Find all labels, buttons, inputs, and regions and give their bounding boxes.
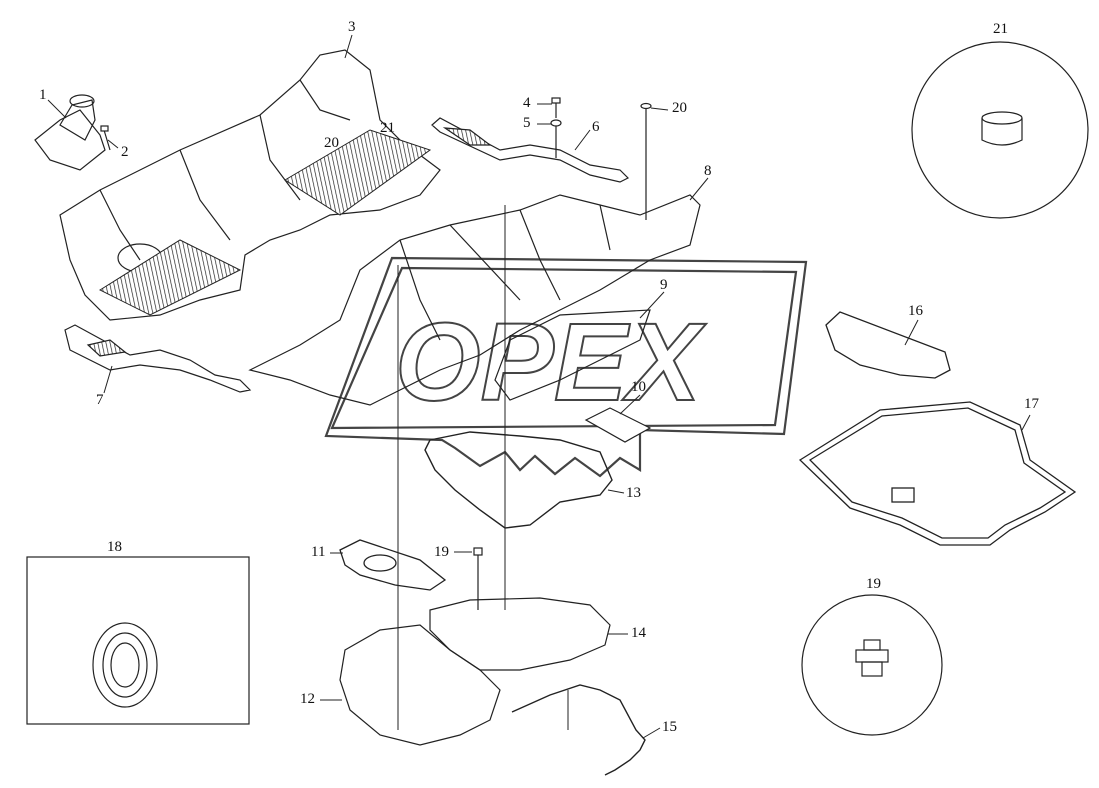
callout-20-a: 20: [672, 100, 687, 116]
callout-2: 2: [121, 144, 129, 160]
screw-2: [100, 125, 111, 151]
callout-15: 15: [662, 719, 677, 735]
svg-text:OPEX: OPEX: [395, 301, 706, 424]
detail-box-18: [26, 556, 250, 725]
callout-10: 10: [631, 379, 646, 395]
callout-19-a: 19: [434, 544, 449, 560]
right-sill-plate: [431, 117, 630, 183]
callout-17: 17: [1024, 396, 1039, 412]
rear-floor-panel: [248, 194, 701, 406]
callout-21-b: 21: [993, 21, 1008, 37]
gear-boot: [34, 94, 106, 171]
left-sill-plate: [64, 324, 252, 393]
callout-21-a: 21: [380, 120, 395, 136]
underbody-shield-14: [429, 597, 611, 671]
callout-14: 14: [631, 625, 646, 641]
callout-12: 12: [300, 691, 315, 707]
callout-1: 1: [39, 87, 47, 103]
callout-20-b: 20: [324, 135, 339, 151]
callout-3: 3: [348, 19, 356, 35]
detail-circle-19: [801, 594, 943, 736]
callout-18: 18: [107, 539, 122, 555]
callout-8: 8: [704, 163, 712, 179]
callout-13: 13: [626, 485, 641, 501]
callout-9: 9: [660, 277, 668, 293]
callout-11: 11: [311, 544, 326, 560]
trunk-mat-17: [798, 401, 1077, 546]
seal-13: [424, 431, 613, 529]
pad-10: [584, 407, 652, 443]
plug-20: [640, 102, 652, 220]
underbody-shield-12: [339, 624, 501, 746]
detail-circle-21: [911, 41, 1089, 219]
callout-6: 6: [592, 119, 600, 135]
watermark-logo: OPEX: [324, 256, 808, 478]
ribbed-mat-left: [98, 239, 242, 316]
cable-15: [511, 684, 646, 776]
panel-9: [494, 309, 651, 401]
callout-4: 4: [523, 95, 531, 111]
guide-lines: [397, 205, 569, 730]
pad-11: [339, 539, 447, 591]
callout-5: 5: [523, 115, 531, 131]
callout-7: 7: [96, 392, 104, 408]
leader-lines: [47, 34, 1031, 739]
callout-16: 16: [908, 303, 923, 319]
ribbed-mat-right: [284, 129, 432, 216]
fastener-19: [473, 547, 483, 610]
insulator-16: [825, 311, 951, 379]
bolt-4: [550, 97, 562, 158]
callout-19-b: 19: [866, 576, 881, 592]
